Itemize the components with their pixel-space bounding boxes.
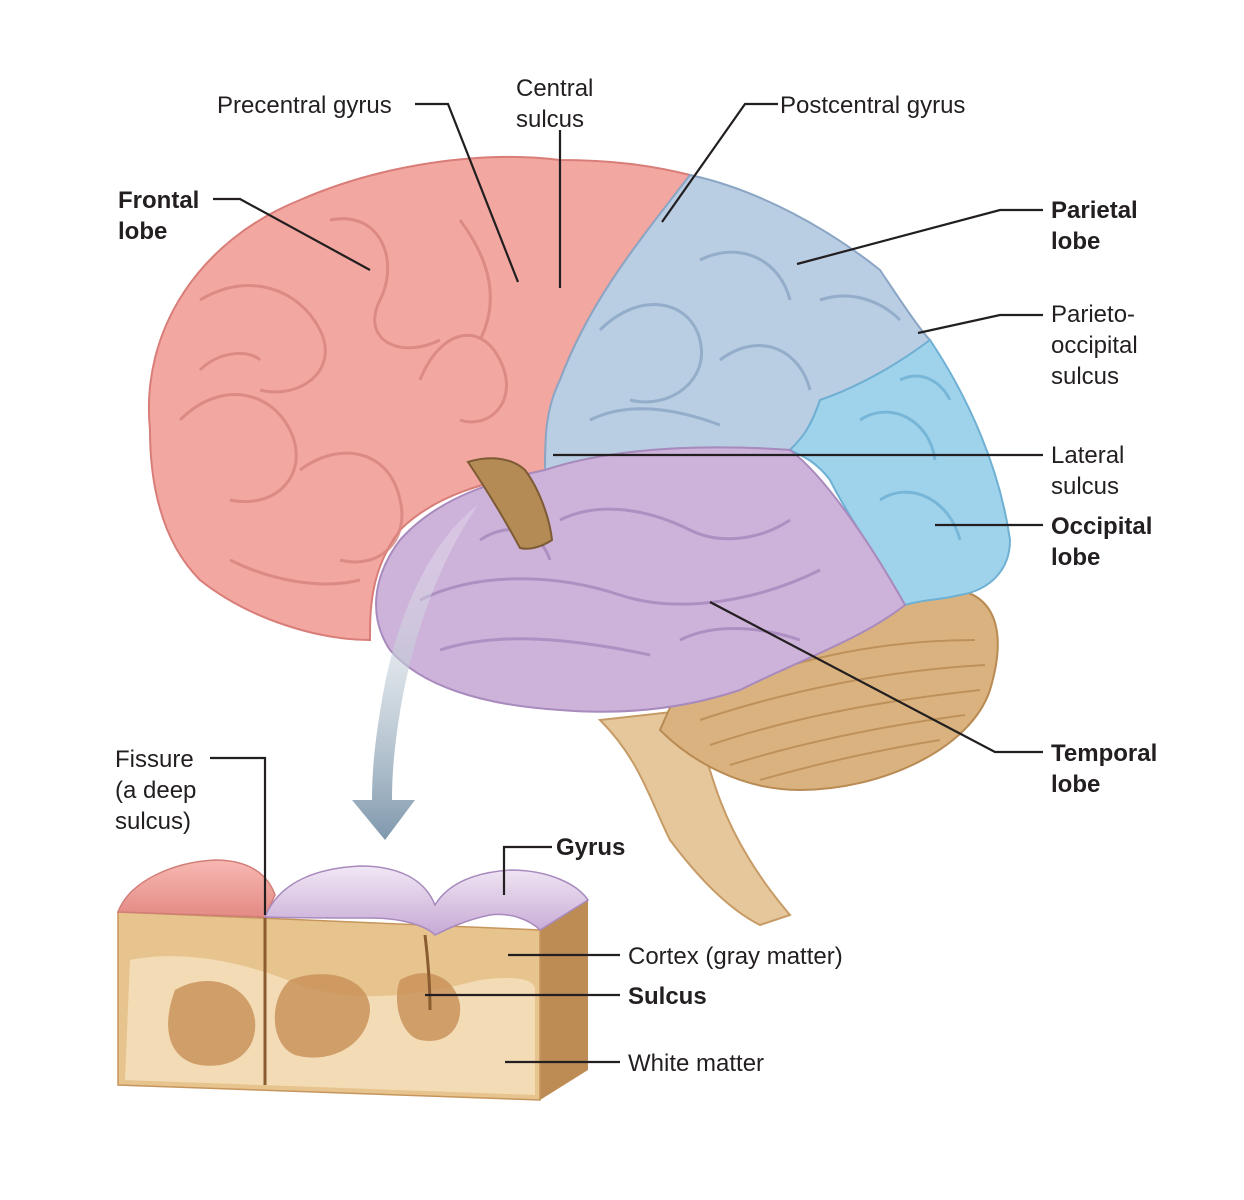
brain-stem bbox=[597, 708, 792, 927]
temporal-lobe-line-2: lobe bbox=[1051, 771, 1100, 798]
zoom-arrow bbox=[352, 505, 478, 840]
parietal-lobe-line-1: Parietal bbox=[1051, 197, 1138, 224]
fissure-line-2: (a deep bbox=[115, 777, 196, 804]
cortex-cube bbox=[116, 859, 590, 1101]
parieto-occipital-line-2: occipital bbox=[1051, 332, 1138, 359]
occipital-lobe-line-2: lobe bbox=[1051, 544, 1100, 571]
central-sulcus-label: Central sulcus bbox=[516, 75, 600, 133]
sulcus-label: Sulcus bbox=[628, 983, 707, 1010]
lateral-sulcus-label: Lateral sulcus bbox=[1051, 442, 1131, 500]
parietal-lobe-label: Parietal lobe bbox=[1051, 197, 1144, 255]
temporal-lobe-label: Temporal lobe bbox=[1051, 740, 1164, 798]
parietal-lobe-line-2: lobe bbox=[1051, 228, 1100, 255]
precentral-gyrus-label: Precentral gyrus bbox=[217, 92, 392, 119]
leader-lines bbox=[210, 102, 1043, 1064]
fissure-label: Fissure (a deep sulcus) bbox=[115, 746, 203, 835]
parieto-occipital-line-1: Parieto- bbox=[1051, 301, 1135, 328]
temporal-lobe-line-1: Temporal bbox=[1051, 740, 1157, 767]
occipital-lobe-line-1: Occipital bbox=[1051, 513, 1152, 540]
postcentral-gyrus-label: Postcentral gyrus bbox=[780, 92, 965, 119]
fissure-line-3: sulcus) bbox=[115, 808, 191, 835]
parieto-occipital-sulcus-label: Parieto- occipital sulcus bbox=[1051, 301, 1144, 390]
central-sulcus-line-2: sulcus bbox=[516, 106, 584, 133]
parieto-occipital-line-3: sulcus bbox=[1051, 363, 1119, 390]
lateral-sulcus-line-2: sulcus bbox=[1051, 473, 1119, 500]
white-matter-label: White matter bbox=[628, 1050, 764, 1077]
insula-cut bbox=[466, 457, 554, 550]
occipital-gyri bbox=[859, 374, 962, 541]
central-sulcus-line-1: Central bbox=[516, 75, 593, 102]
occipital-lobe-label: Occipital lobe bbox=[1051, 513, 1159, 571]
gyrus-label: Gyrus bbox=[556, 834, 625, 861]
frontal-lobe-label: Frontal lobe bbox=[118, 187, 206, 245]
frontal-lobe-line-1: Frontal bbox=[118, 187, 199, 214]
parietal-gyri bbox=[589, 250, 902, 427]
frontal-lobe-line-2: lobe bbox=[118, 218, 167, 245]
frontal-gyri bbox=[178, 217, 508, 586]
lateral-sulcus-line-1: Lateral bbox=[1051, 442, 1124, 469]
fissure-line-1: Fissure bbox=[115, 746, 194, 773]
cortex-label: Cortex (gray matter) bbox=[628, 943, 843, 970]
